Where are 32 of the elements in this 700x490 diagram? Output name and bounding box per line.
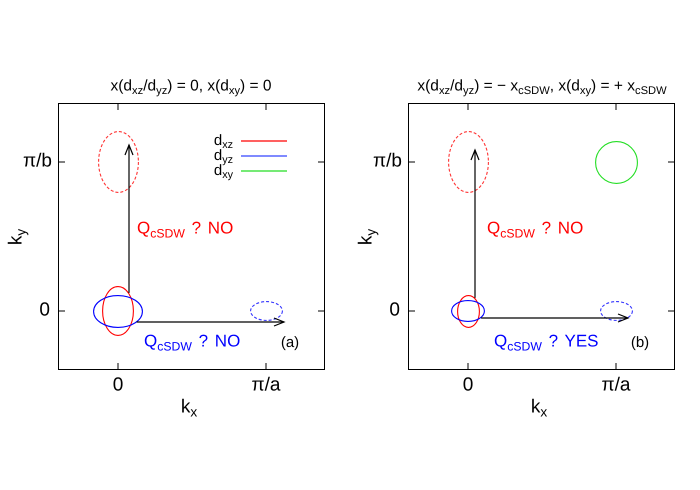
tick-label: 0: [39, 300, 50, 322]
edge-label: Q$_{cSDW}$ ? NO: [487, 220, 584, 238]
panel-label: (a): [280, 334, 300, 352]
edge-label: Q$_{cSDW}$ ? NO: [144, 332, 240, 352]
axis-title: k$_{x}$: [180, 398, 198, 418]
tick-label: 0: [462, 376, 474, 396]
axis-title: k$_{x}$: [530, 398, 548, 418]
panel-label: (b): [630, 334, 650, 352]
plot-title: x(d$_{xz}$/d$_{yz}$) = − x$_{cSDW}$, x(d$_{xy}$) = + x$_{cSDW}$: [417, 77, 667, 95]
tick-label: 0: [389, 300, 400, 322]
fermi-pocket-ellipse: [600, 301, 632, 321]
arrow: [124, 144, 134, 293]
tick-label: 0: [112, 376, 124, 396]
fermi-pocket-ellipse: [102, 286, 134, 336]
fermi-pocket-ellipse: [456, 294, 480, 328]
arrow: [481, 313, 629, 323]
edge-label: Q$_{cSDW}$ ? NO: [137, 220, 234, 238]
tick-label: π/b: [373, 152, 402, 172]
arrow: [470, 149, 480, 298]
fermi-pocket-ellipse: [98, 131, 138, 193]
fermi-pocket-circle: [594, 140, 638, 184]
tick-label: π/b: [23, 152, 52, 172]
fermi-pocket-ellipse: [451, 300, 485, 322]
arrow: [136, 317, 285, 327]
plot-title: x(d$_{xz}$/d$_{yz}$) = 0, x(d$_{xy}$) = 0: [110, 77, 272, 95]
tick-label: π/a: [602, 376, 630, 396]
edge-label: Q$_{cSDW}$ ? YES: [494, 332, 599, 352]
fermi-pocket-ellipse: [448, 131, 488, 193]
tick-label: π/a: [252, 376, 280, 396]
legend-label: d$_{xz}$: [214, 132, 233, 150]
fermi-pocket-ellipse: [250, 301, 282, 321]
fermi-pocket-ellipse: [93, 294, 143, 328]
